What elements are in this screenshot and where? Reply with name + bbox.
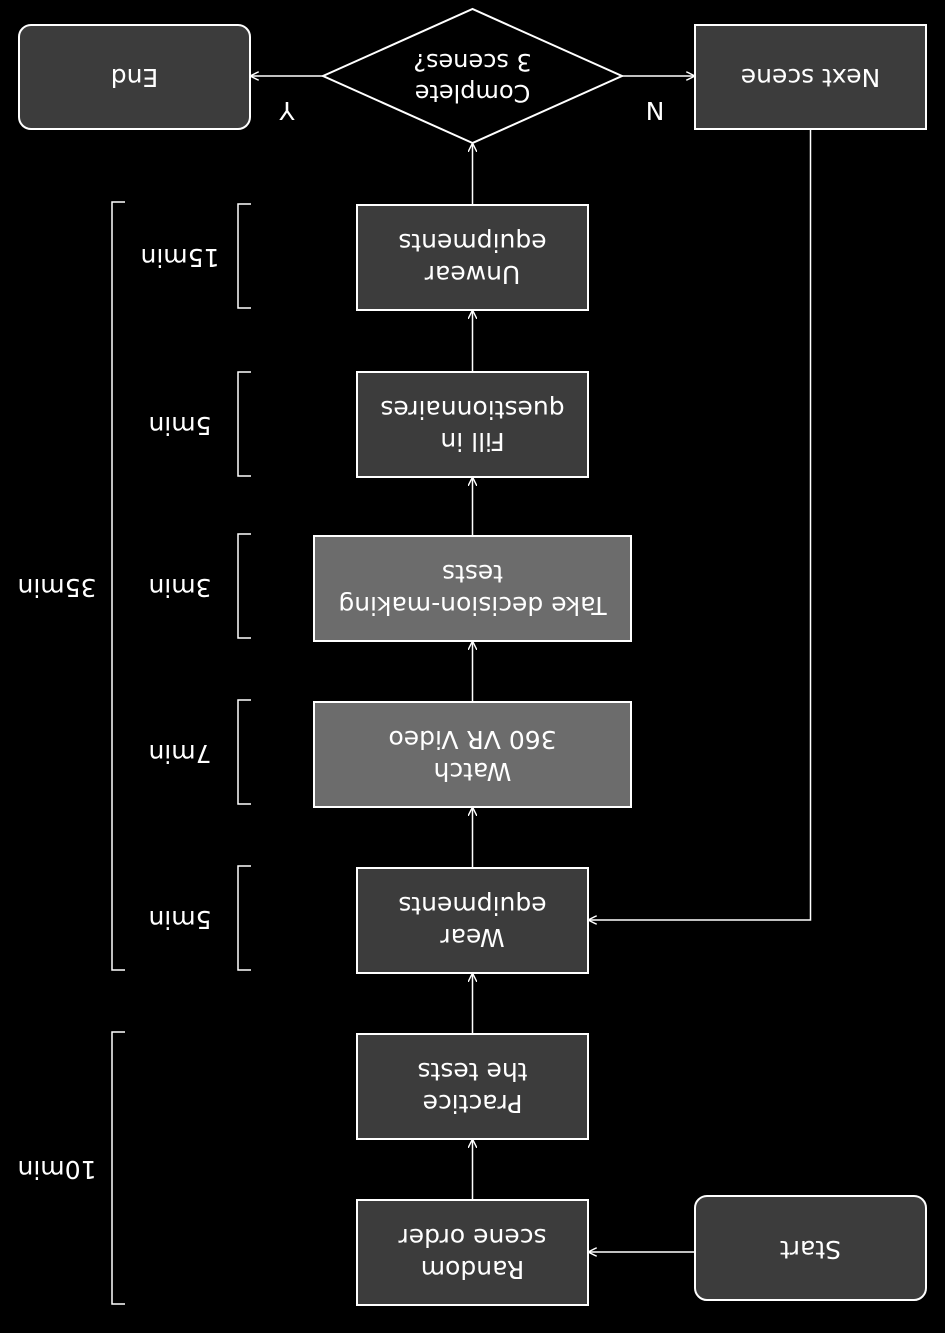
unwear-line1: Unwear <box>424 260 520 289</box>
bracket-watch <box>237 699 251 805</box>
bracket-phase-scene <box>111 201 125 971</box>
duration-questionnaires: 5min <box>148 411 211 440</box>
node-random-order: Random scene order <box>356 1199 589 1306</box>
decision-line1: Take decision-making <box>338 591 607 620</box>
watch-line2: 360 VR Video <box>388 725 556 754</box>
node-end: End <box>18 24 251 130</box>
duration-unwear: 15min <box>141 243 220 272</box>
node-complete-check: Complete 3 scenes? <box>320 7 625 145</box>
node-next-scene: Next scene <box>694 24 927 130</box>
bracket-questionnaires <box>237 371 251 477</box>
duration-brackets <box>111 201 251 1305</box>
questionnaires-line1: Fill in <box>440 427 504 456</box>
node-start: Start <box>694 1195 927 1301</box>
duration-phase-scene: 35min <box>18 573 97 602</box>
duration-watch: 7min <box>148 739 211 768</box>
node-unwear: Unwear equipments <box>356 204 589 311</box>
wear-line2: equipments <box>398 891 546 920</box>
questionnaires-line2: questionnaires <box>380 395 564 424</box>
watch-line1: Watch <box>434 757 512 786</box>
bracket-phase-setup <box>111 1031 125 1305</box>
node-questionnaires: Fill in questionnaires <box>356 371 589 478</box>
edge-label-no: N <box>646 96 665 125</box>
node-watch: Watch 360 VR Video <box>313 701 632 808</box>
random-order-line1: Random <box>421 1255 525 1284</box>
wear-line1: Wear <box>440 923 505 952</box>
duration-wear: 5min <box>148 905 211 934</box>
end-label: End <box>111 63 159 92</box>
next-scene-label: Next scene <box>741 63 881 92</box>
complete-check-line1: Complete <box>415 79 531 107</box>
edge-next-scene-loop <box>589 129 812 920</box>
decision-line2: tests <box>442 559 503 588</box>
practice-line2: the tests <box>417 1057 527 1086</box>
node-wear: Wear equipments <box>356 867 589 974</box>
start-label: Start <box>780 1235 841 1264</box>
bracket-wear <box>237 865 251 971</box>
random-order-line2: scene order <box>398 1223 547 1252</box>
edge-label-yes: Y <box>279 96 296 125</box>
node-decision-tests: Take decision-making tests <box>313 535 632 642</box>
bracket-unwear <box>237 203 251 309</box>
duration-phase-setup: 10min <box>18 1155 97 1184</box>
bracket-decision <box>237 533 251 639</box>
duration-decision: 3min <box>148 573 211 602</box>
node-practice: Practice the tests <box>356 1033 589 1140</box>
connectors <box>251 76 812 1252</box>
practice-line1: Practice <box>423 1089 523 1118</box>
complete-check-line2: 3 scenes? <box>413 48 532 76</box>
unwear-line2: equipments <box>398 228 546 257</box>
